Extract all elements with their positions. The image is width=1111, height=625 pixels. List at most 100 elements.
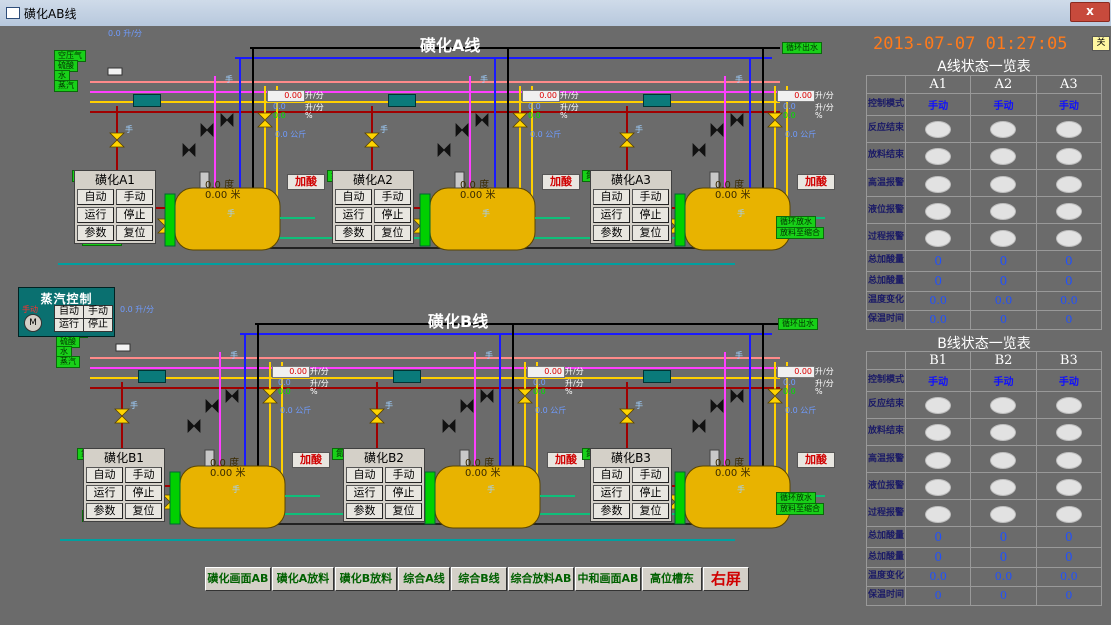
agitator-motor-icon: [709, 449, 720, 467]
run-button[interactable]: 运行: [86, 485, 123, 501]
flow-readout-3: 0.0: [528, 111, 541, 120]
nav-button-2[interactable]: 磺化B放料: [335, 567, 397, 591]
stop-button[interactable]: 停止: [125, 485, 162, 501]
params-button[interactable]: 参数: [335, 225, 372, 241]
steam-run-button[interactable]: 运行: [54, 318, 84, 332]
status-lamp-icon: [990, 424, 1017, 442]
flow-unit-2: 升/分: [310, 379, 329, 388]
button-row: 运行停止: [591, 485, 671, 503]
water-valve-icon: [767, 388, 783, 404]
run-button[interactable]: 运行: [593, 485, 630, 501]
lineB-feed-tag-3: 蒸汽: [56, 356, 80, 368]
add-acid-button[interactable]: 加酸: [542, 174, 580, 190]
reset-button[interactable]: 复位: [116, 225, 153, 241]
params-button[interactable]: 参数: [77, 225, 114, 241]
stop-button[interactable]: 停止: [385, 485, 422, 501]
flow-unit-2: 升/分: [565, 379, 584, 388]
nav-button-6[interactable]: 中和画面AB: [575, 567, 641, 591]
manual-button[interactable]: 手动: [116, 189, 153, 205]
add-acid-button[interactable]: 加酸: [547, 452, 585, 468]
inlet-valve-icon: [692, 143, 706, 157]
auto-button[interactable]: 自动: [335, 189, 372, 205]
status-value: 0: [1035, 546, 1103, 569]
corner-cell: [866, 75, 906, 94]
sulfuric-valve-icon: [460, 399, 474, 413]
stop-button[interactable]: 停止: [632, 485, 669, 501]
params-button[interactable]: 参数: [346, 503, 383, 519]
column-header: B2: [970, 351, 1037, 370]
auto-button[interactable]: 自动: [593, 189, 630, 205]
run-button[interactable]: 运行: [77, 207, 114, 223]
flow-readout-2: 0.0: [783, 378, 796, 387]
flow-readout-2: 0.0: [273, 102, 286, 111]
reset-button[interactable]: 复位: [125, 503, 162, 519]
close-button[interactable]: x: [1070, 2, 1110, 22]
run-button[interactable]: 运行: [346, 485, 383, 501]
auto-button[interactable]: 自动: [86, 467, 123, 483]
reset-button[interactable]: 复位: [385, 503, 422, 519]
agitator-motor-icon: [204, 449, 215, 467]
nav-button-3[interactable]: 综合A线: [398, 567, 450, 591]
row-label: 保温时间: [866, 309, 906, 331]
params-button[interactable]: 参数: [593, 503, 630, 519]
status-lamp-cell: [1035, 417, 1103, 446]
status-value: 0: [970, 270, 1037, 293]
nav-button-4[interactable]: 综合B线: [451, 567, 507, 591]
nav-button-1[interactable]: 磺化A放料: [272, 567, 334, 591]
stop-button[interactable]: 停止: [632, 207, 669, 223]
add-acid-button[interactable]: 加酸: [287, 174, 325, 190]
nav-button-8[interactable]: 右屏: [703, 567, 749, 591]
params-button[interactable]: 参数: [593, 225, 630, 241]
flow-unit-2: 升/分: [560, 103, 579, 112]
nav-button-0[interactable]: 磺化画面AB: [205, 567, 271, 591]
steam-auto-button[interactable]: 自动: [54, 305, 84, 319]
add-acid-button[interactable]: 加酸: [797, 452, 835, 468]
auto-button[interactable]: 自动: [593, 467, 630, 483]
reset-button[interactable]: 复位: [632, 225, 669, 241]
status-value: 0: [1035, 309, 1103, 331]
status-value: 0: [1035, 270, 1103, 293]
nav-button-7[interactable]: 高位槽东: [642, 567, 702, 591]
reactor-temp: 0.0 度: [210, 458, 240, 469]
add-acid-button[interactable]: 加酸: [292, 452, 330, 468]
steam-manual-button[interactable]: 手动: [83, 305, 113, 319]
status-lamp-icon: [990, 478, 1017, 496]
reset-button[interactable]: 复位: [374, 225, 411, 241]
stop-button[interactable]: 停止: [374, 207, 411, 223]
inlet-valve-icon: [187, 419, 201, 433]
row-label: 控制模式: [866, 93, 906, 116]
feed-valve-icon: [220, 113, 234, 127]
manual-button[interactable]: 手动: [385, 467, 422, 483]
manual-button[interactable]: 手动: [632, 189, 669, 205]
run-button[interactable]: 运行: [335, 207, 372, 223]
stop-button[interactable]: 停止: [116, 207, 153, 223]
level-gauge: [419, 193, 431, 247]
params-button[interactable]: 参数: [86, 503, 123, 519]
status-lamp-cell: [1035, 114, 1103, 143]
status-lamp-icon: [1055, 451, 1082, 469]
nav-button-5[interactable]: 综合放料AB: [508, 567, 574, 591]
status-lamp-icon: [1055, 229, 1082, 247]
steam-control-title: 蒸汽控制: [40, 292, 93, 306]
manual-label-3: 手: [232, 485, 240, 494]
total-readout: 0.0 公斤: [785, 406, 817, 415]
status-lamp-cell: [970, 390, 1037, 419]
status-lamp-cell: [904, 223, 972, 252]
auto-button[interactable]: 自动: [346, 467, 383, 483]
run-button[interactable]: 运行: [593, 207, 630, 223]
reset-button[interactable]: 复位: [632, 503, 669, 519]
manual-button[interactable]: 手动: [374, 189, 411, 205]
status-value: 手动: [904, 369, 972, 392]
status-lamp-icon: [1055, 478, 1082, 496]
sulfuric-valve-icon: [455, 123, 469, 137]
manual-button[interactable]: 手动: [125, 467, 162, 483]
add-acid-button[interactable]: 加酸: [797, 174, 835, 190]
manual-button[interactable]: 手动: [632, 467, 669, 483]
shutdown-button[interactable]: 关闭: [1092, 36, 1110, 51]
window-icon: [6, 7, 20, 19]
steam-stop-button[interactable]: 停止: [83, 318, 113, 332]
flow-readout-2: 0.0: [783, 102, 796, 111]
status-value: 手动: [970, 369, 1037, 392]
status-lamp-icon: [990, 148, 1017, 166]
auto-button[interactable]: 自动: [77, 189, 114, 205]
